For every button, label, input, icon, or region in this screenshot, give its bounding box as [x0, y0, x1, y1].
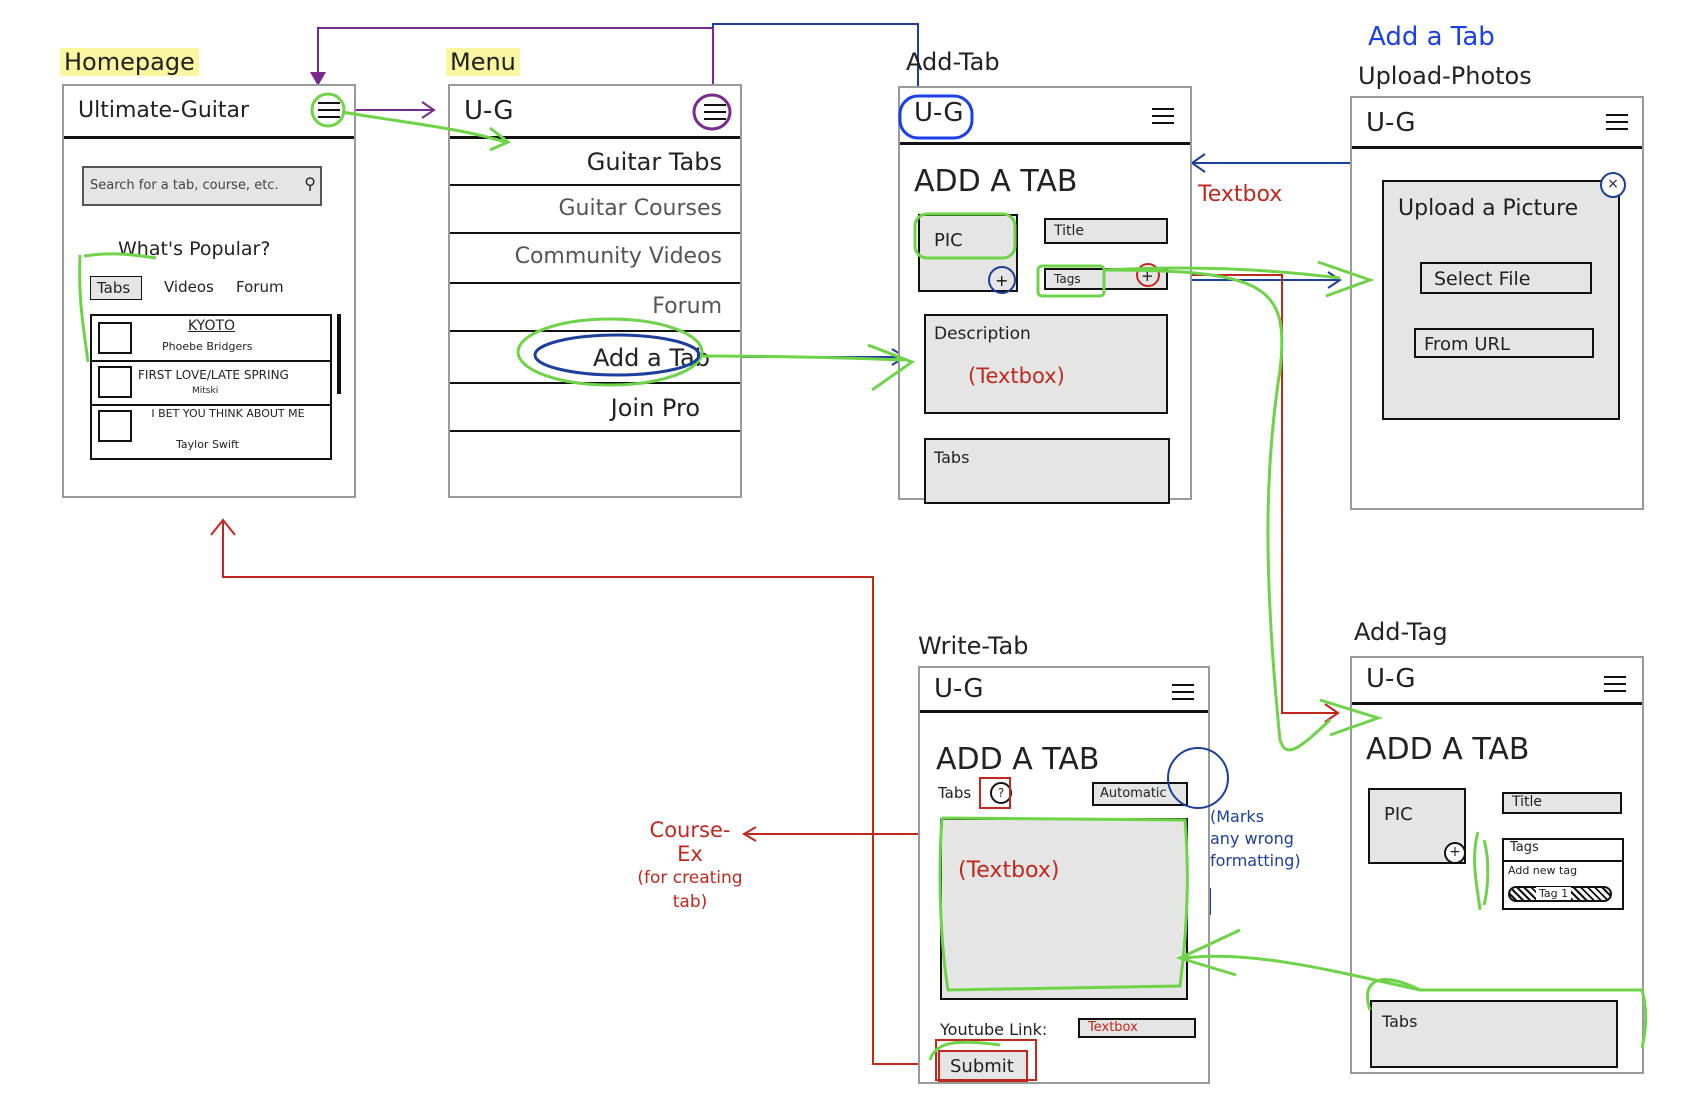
song-artist: Taylor Swift [176, 438, 239, 451]
tab-videos[interactable]: Videos [164, 278, 214, 296]
purple-arrowhead [310, 72, 326, 86]
popular-heading: What's Popular? [118, 238, 271, 260]
menu-icon[interactable] [1152, 108, 1174, 124]
write-tab-logo: U-G [934, 674, 984, 704]
song-title: KYOTO [188, 318, 236, 334]
menu-logo: U-G [464, 96, 514, 126]
add-tab-header: U-G [900, 88, 1190, 145]
blue-top-line [712, 23, 919, 100]
upload-header: U-G [1352, 98, 1642, 149]
menu-item-join-pro[interactable]: Join Pro [450, 384, 740, 432]
youtube-input[interactable]: Textbox [1078, 1018, 1196, 1038]
add-tab-screen: U-G ADD A TAB PIC Title Tags Description… [898, 86, 1192, 504]
textbox-note: Textbox [1198, 182, 1283, 207]
scrollbar[interactable] [337, 314, 341, 394]
album-thumbnail [98, 366, 132, 398]
add-new-tag-option[interactable]: Add new tag [1508, 864, 1578, 877]
popular-list: KYOTO Phoebe Bridgers FIRST LOVE/LATE SP… [90, 314, 332, 460]
menu-item-forum[interactable]: Forum [450, 284, 740, 332]
upload-logo: U-G [1366, 108, 1416, 138]
menu-screen: U-G Guitar Tabs Guitar Courses Community… [448, 84, 742, 498]
pic-upload[interactable]: PIC + [1368, 788, 1466, 864]
list-item[interactable]: FIRST LOVE/LATE SPRING Mitski [92, 360, 330, 406]
menu-item-community-videos[interactable]: Community Videos [450, 234, 740, 284]
tab-forum[interactable]: Forum [236, 278, 284, 296]
pic-upload[interactable]: PIC [918, 214, 1018, 292]
select-file-button[interactable]: Select File [1420, 262, 1592, 294]
list-item[interactable]: KYOTO Phoebe Bridgers [92, 316, 330, 362]
purple-return-line [317, 27, 714, 98]
menu-icon[interactable] [1172, 684, 1194, 700]
homepage-title: Homepage [60, 48, 199, 76]
album-thumbnail [98, 322, 132, 354]
menu-icon[interactable] [1606, 114, 1628, 130]
song-title: FIRST LOVE/LATE SPRING [138, 368, 289, 382]
homepage-header: Ultimate-Guitar [64, 86, 354, 139]
upload-photos-title: Upload-Photos [1358, 62, 1532, 90]
description-field[interactable]: Description (Textbox) [924, 314, 1168, 414]
svg-text:+: + [995, 271, 1008, 290]
add-tag-header: U-G [1352, 658, 1642, 705]
add-photo-icon[interactable]: + [1444, 842, 1466, 864]
homepage-screen: Ultimate-Guitar Search for a tab, course… [62, 84, 356, 498]
add-tag-title: Add-Tag [1354, 618, 1448, 646]
add-tab-heading: ADD A TAB [914, 164, 1078, 199]
close-icon[interactable]: × [1600, 172, 1626, 198]
list-item[interactable]: I BET YOU THINK ABOUT ME Taylor Swift [92, 404, 330, 451]
menu-item-guitar-tabs[interactable]: Guitar Tabs [450, 138, 740, 186]
add-tag-logo: U-G [1366, 664, 1416, 694]
write-tab-header: U-G [920, 668, 1208, 713]
upload-screen: U-G Upload a Picture × Select File From … [1350, 96, 1644, 510]
write-tab-heading: ADD A TAB [936, 742, 1100, 777]
tabs-field[interactable]: Tabs [924, 438, 1170, 504]
write-tab-title: Write-Tab [918, 632, 1029, 660]
song-artist: Phoebe Bridgers [162, 340, 253, 353]
upload-dialog: Upload a Picture × Select File From URL [1382, 172, 1626, 420]
search-placeholder: Search for a tab, course, etc. [90, 178, 279, 193]
add-tag-heading: ADD A TAB [1366, 732, 1530, 767]
tab-tabs[interactable]: Tabs [90, 276, 142, 300]
title-field[interactable]: Title [1044, 218, 1168, 244]
menu-title: Menu [446, 48, 520, 76]
tags-dropdown[interactable]: Tags Add new tag Tag 1 [1502, 838, 1624, 910]
album-thumbnail [98, 410, 132, 442]
add-tag-screen: U-G ADD A TAB PIC + Title Tags Add new t… [1350, 656, 1644, 1074]
tabs-field[interactable]: Tabs [1370, 1000, 1618, 1068]
submit-button[interactable]: Submit [938, 1050, 1028, 1082]
menu-icon[interactable] [318, 102, 340, 118]
course-ex-note: Course- Ex (for creating tab) [637, 818, 743, 912]
menu-icon[interactable] [1604, 676, 1626, 692]
song-title: I BET YOU THINK ABOUT ME [151, 407, 305, 420]
red-submit-line [222, 522, 940, 1065]
add-tab-logo: U-G [914, 98, 964, 128]
add-a-tab-header-note: Add a Tab [1368, 22, 1495, 52]
youtube-label: Youtube Link: [940, 1020, 1048, 1039]
tag-chip[interactable]: Tag 1 [1508, 886, 1612, 902]
tabs-label: Tabs [938, 784, 972, 802]
menu-header: U-G [450, 86, 740, 139]
from-url-button[interactable]: From URL [1414, 328, 1594, 358]
menu-item-guitar-courses[interactable]: Guitar Courses [450, 186, 740, 234]
marks-note: (Marks any wrong formatting) [1210, 807, 1301, 870]
tags-field: Tags [1504, 840, 1622, 862]
menu-close-icon[interactable] [704, 104, 726, 120]
upload-heading: Upload a Picture [1398, 196, 1579, 221]
homepage-logo: Ultimate-Guitar [78, 98, 250, 123]
add-tab-title: Add-Tab [906, 48, 1000, 76]
search-icon: ⚲ [304, 174, 316, 193]
song-artist: Mitski [192, 386, 219, 396]
search-input[interactable]: Search for a tab, course, etc. ⚲ [82, 166, 322, 206]
title-field[interactable]: Title [1502, 792, 1622, 814]
